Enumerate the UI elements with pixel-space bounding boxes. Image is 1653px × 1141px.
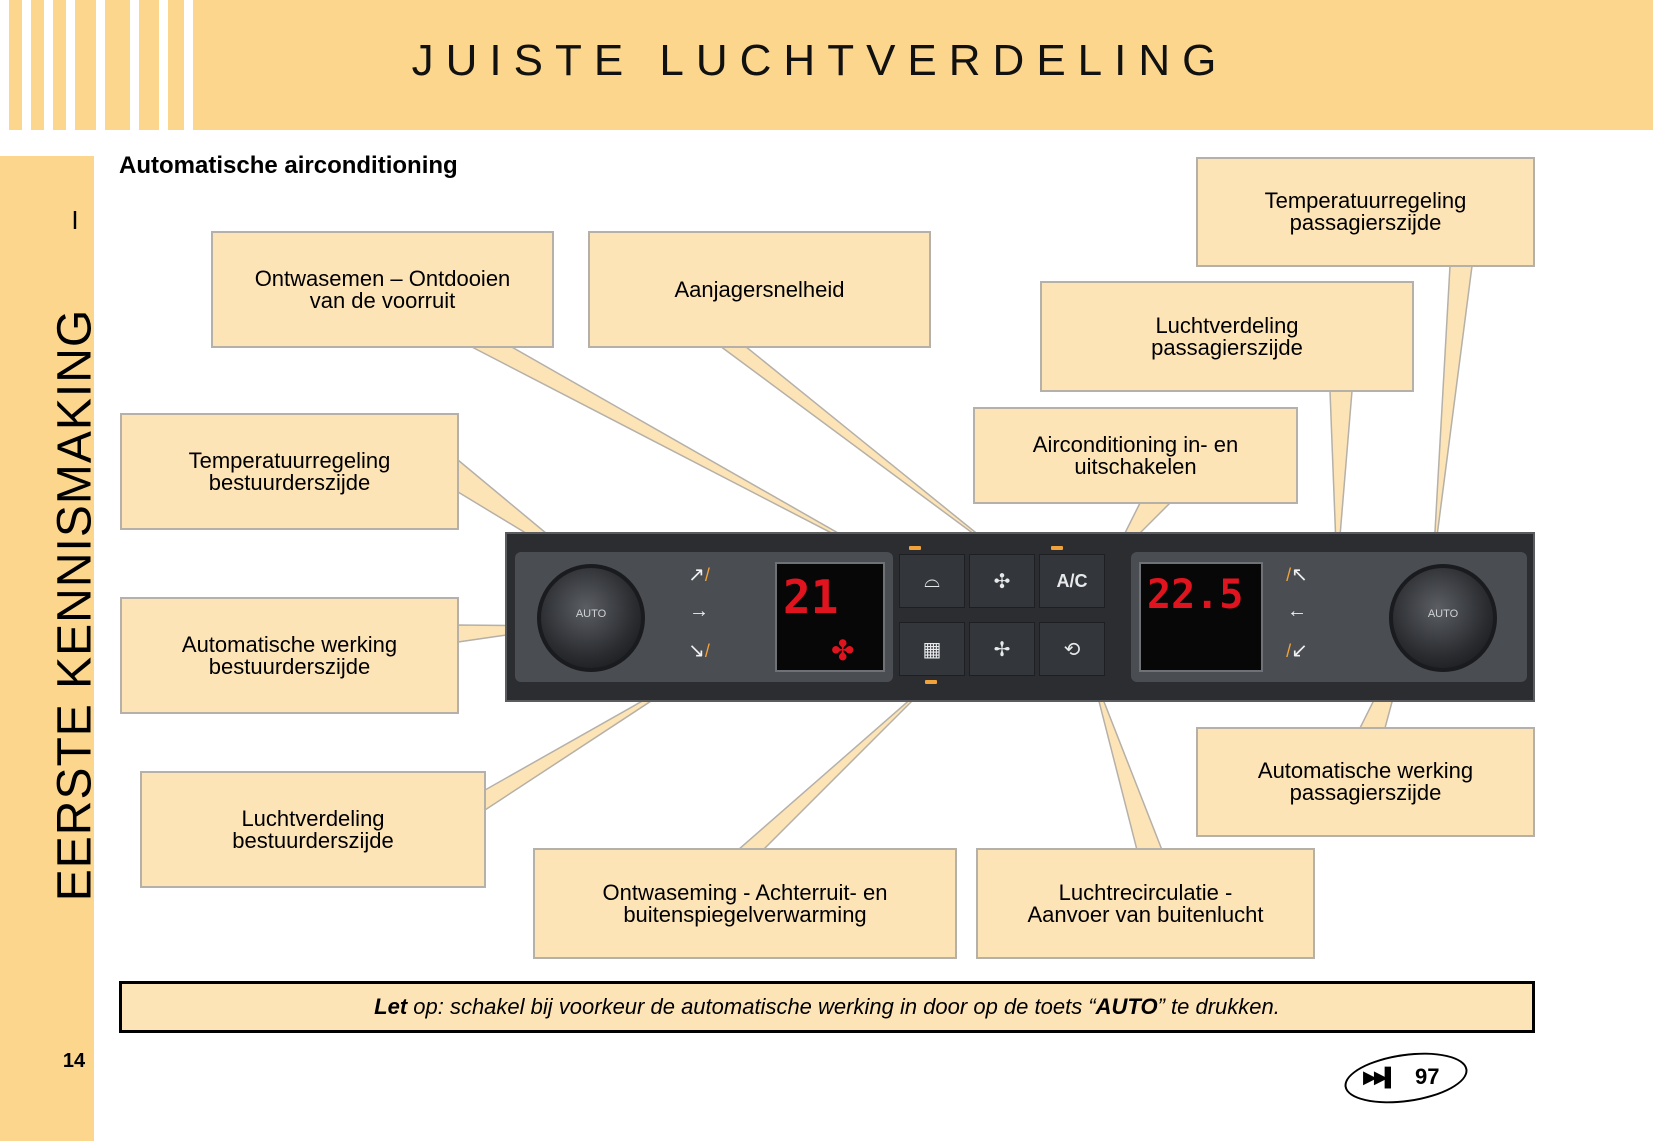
callout-auto-passenger: Automatische werking passagierszijde: [1196, 727, 1535, 837]
airflow-upper-icon: ↗: [688, 564, 705, 586]
callout-temp-passenger: Temperatuurregeling passagierszijde: [1196, 157, 1535, 267]
led-indicator: /: [1286, 641, 1292, 661]
fan-icon: ✤: [831, 635, 855, 666]
header-stripe: [130, 0, 139, 130]
pointer-temp-passenger: [1432, 265, 1473, 568]
header-stripe: [0, 0, 9, 130]
recirculation-button[interactable]: ⟲: [1039, 622, 1105, 676]
callout-defrost-front: Ontwasemen – Ontdooien van de voorruit: [211, 231, 554, 348]
recirculation-icon: ⟲: [1063, 638, 1081, 661]
note-key: AUTO: [1095, 994, 1158, 1019]
chapter-title: EERSTE KENNISMAKING: [48, 308, 102, 902]
page-reference-oval[interactable]: [1341, 1045, 1471, 1111]
led-indicator: [925, 680, 937, 684]
page-reference[interactable]: 97: [1415, 1064, 1440, 1089]
blower-increase-button[interactable]: ✣: [969, 554, 1035, 608]
chapter-sidebar: [0, 156, 94, 1141]
callout-ac-on-off: Airconditioning in- en uitschakelen: [973, 407, 1298, 504]
note-text-end: ” te drukken.: [1157, 994, 1280, 1019]
airflow-middle-icon: ←: [1287, 600, 1307, 622]
passenger-temperature-display: 22.5: [1139, 562, 1263, 672]
led-indicator: /: [704, 641, 710, 661]
rear-defrost-button[interactable]: ▦: [899, 622, 965, 676]
led-indicator: /: [1286, 565, 1292, 585]
callout-defrost-rear: Ontwaseming - Achterruit- en buitenspieg…: [533, 848, 957, 959]
airflow-lower-icon: ↘: [688, 640, 705, 662]
driver-airflow-upper-button[interactable]: ↗/: [679, 562, 719, 592]
rear-window-defrost-icon: ▦: [922, 638, 942, 661]
windshield-defrost-icon: ⌓: [924, 569, 940, 592]
callout-airflow-passenger: Luchtverdeling passagierszijde: [1040, 281, 1414, 392]
fan-small-icon: ✢: [993, 638, 1011, 661]
blower-decrease-button[interactable]: ✢: [969, 622, 1035, 676]
header-stripe: [159, 0, 168, 130]
callout-auto-driver: Automatische werking bestuurderszijde: [120, 597, 459, 714]
header-stripe: [44, 0, 53, 130]
climate-control-panel: AUTO ↗/ → ↘/ 21 ✤ ⌓ ✣ A/C ▦ ✢ ⟲ 22.5 /↖ …: [505, 532, 1535, 702]
chapter-number: I: [71, 205, 79, 235]
header-stripe: [66, 0, 75, 130]
note-box: Let op: schakel bij voorkeur de automati…: [119, 981, 1535, 1033]
airflow-lower-icon: ↙: [1291, 640, 1308, 662]
led-indicator: [909, 546, 921, 550]
led-indicator: /: [704, 565, 710, 585]
front-defrost-button[interactable]: ⌓: [899, 554, 965, 608]
passenger-temperature-knob[interactable]: AUTO: [1389, 564, 1497, 672]
header-stripe: [184, 0, 193, 130]
passenger-temperature-value: 22.5: [1147, 572, 1244, 618]
next-page-icon: ▶▶▌: [1363, 1067, 1397, 1087]
passenger-airflow-upper-button[interactable]: /↖: [1277, 562, 1317, 592]
ac-button[interactable]: A/C: [1039, 554, 1105, 608]
airflow-upper-icon: ↖: [1291, 564, 1308, 586]
note-bold-prefix: Let: [374, 994, 408, 1019]
page-number: 14: [62, 1050, 86, 1072]
section-title: Automatische airconditioning: [119, 152, 458, 179]
header-stripe: [96, 0, 105, 130]
callout-temp-driver: Temperatuurregeling bestuurderszijde: [120, 413, 459, 530]
passenger-airflow-middle-button[interactable]: ←: [1277, 600, 1317, 630]
driver-airflow-middle-button[interactable]: →: [679, 600, 719, 630]
driver-auto-button[interactable]: AUTO: [575, 608, 607, 620]
airflow-middle-icon: →: [689, 600, 709, 622]
driver-temperature-value: 21: [783, 570, 839, 624]
callout-airflow-driver: Luchtverdeling bestuurderszijde: [140, 771, 486, 888]
callout-blower-speed: Aanjagersnelheid: [588, 231, 931, 348]
passenger-airflow-lower-button[interactable]: /↙: [1277, 638, 1317, 668]
led-indicator: [1051, 546, 1063, 550]
note-text: op: schakel bij voorkeur de automatische…: [407, 994, 1096, 1019]
driver-temperature-knob[interactable]: AUTO: [537, 564, 645, 672]
passenger-auto-button[interactable]: AUTO: [1427, 608, 1459, 620]
pointer-defrost-rear: [736, 675, 938, 851]
header-stripe: [22, 0, 31, 130]
callout-recirculation: Luchtrecirculatie - Aanvoer van buitenlu…: [976, 848, 1315, 959]
driver-temperature-display: 21 ✤: [775, 562, 885, 672]
driver-airflow-lower-button[interactable]: ↘/: [679, 638, 719, 668]
fan-icon: ✣: [993, 570, 1011, 593]
header-band: [0, 0, 1653, 130]
page-title: JUISTE LUCHTVERDELING: [411, 36, 1229, 85]
